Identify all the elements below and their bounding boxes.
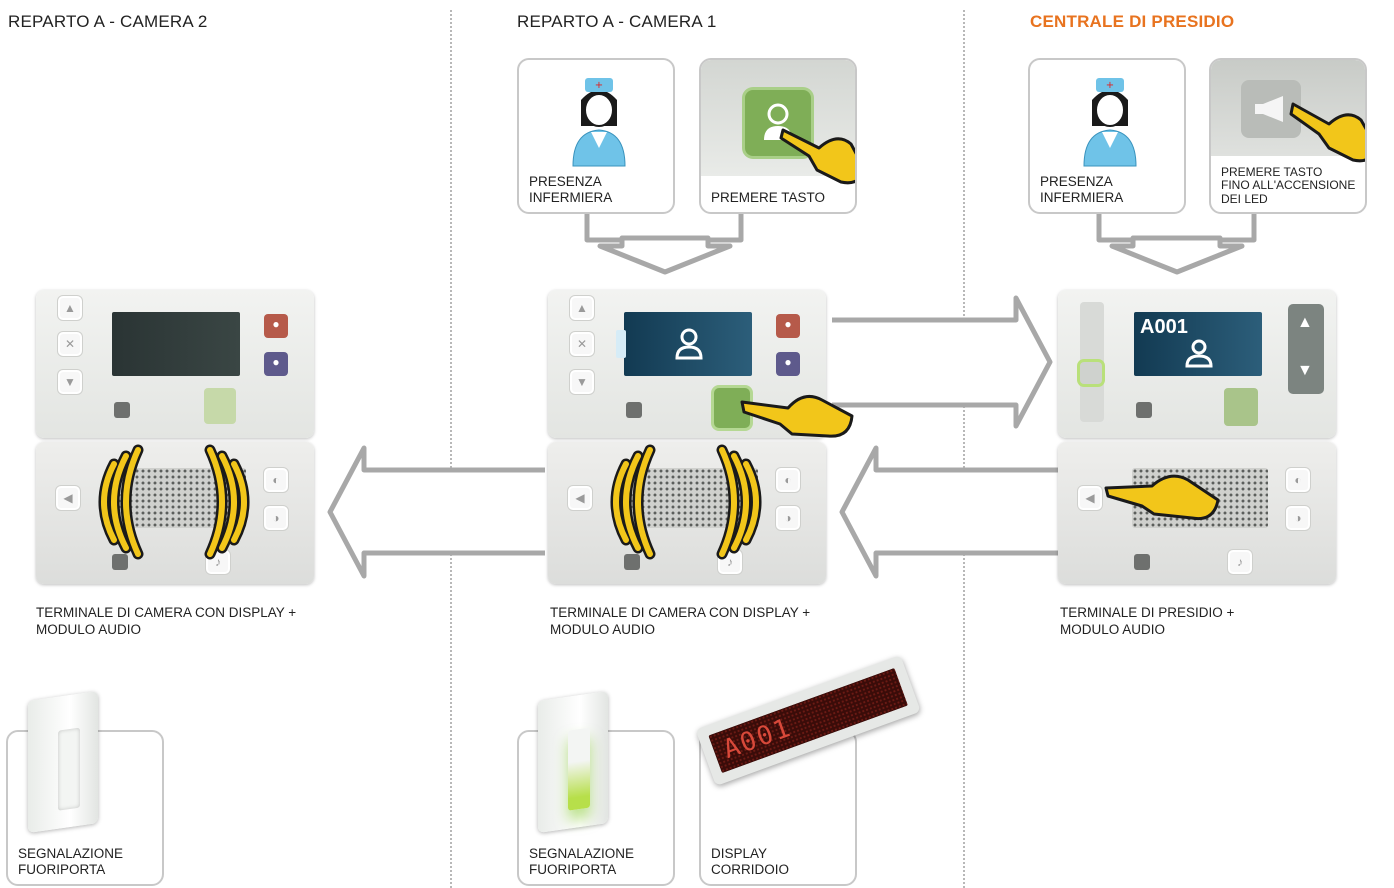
doctor-call-button[interactable]: ● [776, 352, 800, 376]
caption-room-terminal-camera-2: TERMINALE DI CAMERA CON DISPLAY + MODULO… [36, 605, 297, 637]
nurse-presence-icon [1185, 339, 1213, 368]
card-label: PRESENZA INFERMIERA [529, 174, 613, 205]
emergency-button[interactable]: ● [264, 314, 288, 338]
nurse-presence-button[interactable] [204, 388, 236, 424]
fuoriporta-light [538, 691, 608, 833]
loudspeaker-button[interactable]: ◀ [568, 486, 592, 510]
down-button[interactable]: ▼ [58, 370, 82, 394]
pointing-hand-icon [779, 128, 855, 185]
column-title-camera-1: REPARTO A - CAMERA 1 [517, 12, 717, 31]
card-label: DISPLAY CORRIDOIO [711, 846, 790, 877]
pointing-hand-icon [740, 394, 854, 438]
volume-up-button[interactable]: ◐ [264, 468, 288, 492]
arrow-to-camera-2 [327, 445, 545, 579]
pointing-hand-icon [1104, 474, 1220, 521]
volume-up-button[interactable]: ◐ [776, 468, 800, 492]
card-press-button-presidio: PREMERE TASTO FINO ALL'ACCENSIONE DEI LE… [1209, 58, 1367, 214]
volume-down-button[interactable]: ◑ [776, 506, 800, 530]
sound-waves-icon [610, 444, 762, 560]
caption-presidio-terminal: TERMINALE DI PRESIDIO + MODULO AUDIO [1060, 605, 1235, 637]
card-label: PRESENZA INFERMIERA [1040, 174, 1124, 205]
terminal-screen: A001 [1134, 312, 1262, 376]
up-button[interactable]: ▲ [58, 296, 82, 320]
loudspeaker-button[interactable]: ◀ [1078, 486, 1102, 510]
fuoriporta-light [28, 691, 98, 833]
room-terminal-display-camera-1: ▲ ✕ ▼ ● ● [548, 290, 826, 438]
scroll-up-icon[interactable]: ▲ [1297, 314, 1313, 331]
arrow-to-presidio [832, 295, 1053, 429]
up-button[interactable]: ▲ [570, 296, 594, 320]
volume-down-button[interactable]: ◑ [1286, 506, 1310, 530]
caption-room-terminal-camera-1: TERMINALE DI CAMERA CON DISPLAY + MODULO… [550, 605, 811, 637]
room-terminal-display-camera-2: ▲ ✕ ▼ ● ● [36, 290, 314, 438]
volume-down-button[interactable]: ◑ [264, 506, 288, 530]
column-divider [963, 10, 965, 888]
corridor-display-text: A001 [719, 712, 797, 766]
presidio-terminal-display: A001 ▲ ▼ [1058, 290, 1336, 438]
emergency-button[interactable]: ● [776, 314, 800, 338]
small-key[interactable] [1136, 402, 1152, 418]
small-key[interactable] [114, 402, 130, 418]
volume-up-button[interactable]: ◐ [1286, 468, 1310, 492]
card-press-button-camera-1: PREMERE TASTO [699, 58, 857, 214]
card-label: PREMERE TASTO FINO ALL'ACCENSIONE DEI LE… [1221, 164, 1356, 206]
nurse-icon: + [572, 78, 626, 167]
nurse-presence-icon [675, 328, 703, 360]
card-nurse-presence-camera-1: + PRESENZA INFERMIERA [517, 58, 675, 214]
small-key[interactable] [626, 402, 642, 418]
small-key[interactable] [112, 554, 128, 570]
mute-button[interactable]: ✕ [58, 332, 82, 356]
arrow-to-camera-1 [839, 445, 1058, 579]
small-key[interactable] [1134, 554, 1150, 570]
card-label: SEGNALAZIONE FUORIPORTA [529, 846, 635, 877]
scroll-down-icon[interactable]: ▼ [1297, 362, 1313, 379]
column-title-centrale: CENTRALE DI PRESIDIO [1030, 12, 1235, 31]
card-label: SEGNALAZIONE FUORIPORTA [18, 846, 124, 877]
svg-text:+: + [1106, 80, 1114, 91]
screen-code: A001 [1140, 316, 1188, 338]
column-divider [450, 10, 452, 888]
column-title-camera-2: REPARTO A - CAMERA 2 [8, 12, 208, 31]
sound-waves-icon [98, 444, 250, 560]
mute-button[interactable]: ✕ [570, 332, 594, 356]
loudspeaker-button[interactable]: ◀ [56, 486, 80, 510]
doctor-call-button[interactable]: ● [264, 352, 288, 376]
nurse-icon: + [1083, 78, 1137, 167]
scroll-buttons: ▲ ▼ [1288, 304, 1324, 394]
terminal-screen [112, 312, 240, 376]
svg-text:+: + [595, 80, 603, 91]
down-button[interactable]: ▼ [570, 370, 594, 394]
megaphone-icon [1255, 96, 1283, 122]
card-nurse-presence-presidio: + PRESENZA INFERMIERA [1028, 58, 1186, 214]
presence-led-button[interactable] [1080, 362, 1102, 384]
nurse-presence-button[interactable] [1224, 388, 1258, 426]
small-key[interactable] [624, 554, 640, 570]
terminal-screen [624, 312, 752, 376]
pointing-hand-icon [1289, 102, 1365, 163]
microphone-button[interactable]: ♪ [1228, 550, 1252, 574]
card-label: PREMERE TASTO [711, 190, 826, 205]
fuoriporta-green-led [568, 727, 590, 811]
